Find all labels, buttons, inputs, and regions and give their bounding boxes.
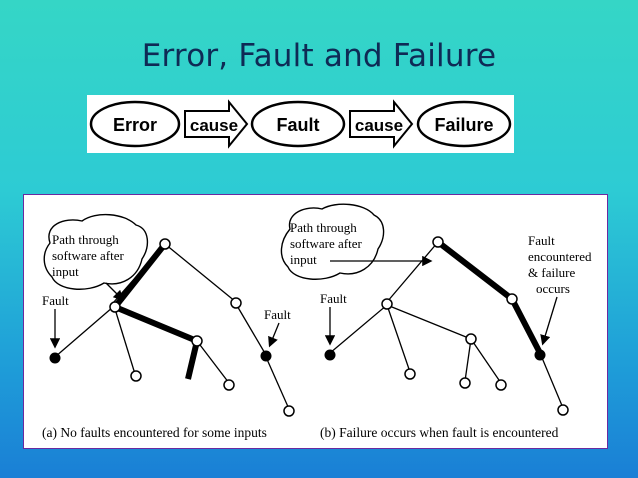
fault-label-a-right: Fault: [264, 307, 291, 322]
svg-text:Path through: Path through: [290, 220, 357, 235]
fault-node-a-right: [260, 350, 272, 362]
cause-label-1: cause: [190, 116, 238, 135]
fault-node-b-encountered: [534, 349, 546, 361]
svg-text:software after: software after: [52, 248, 124, 263]
fault-label-b-left: Fault: [320, 291, 347, 306]
diagram-a: Path through software after input Fault …: [42, 214, 295, 440]
fault-tree-figure: Path through software after input Fault …: [23, 194, 608, 449]
path-label-cloud-a: [43, 214, 149, 290]
svg-text:software after: software after: [290, 236, 362, 251]
slide-title: Error, Fault and Failure: [141, 38, 497, 74]
fault-label-a-left: Fault: [42, 293, 69, 308]
cause-arrow-1: [184, 99, 249, 149]
cause-chain-figure: Error cause Fault cause Failure: [87, 95, 514, 153]
svg-text:input: input: [290, 252, 317, 267]
svg-text:Fault: Fault: [528, 233, 555, 248]
svg-text:occurs: occurs: [536, 281, 570, 296]
execution-path-b: [436, 239, 543, 355]
diagram-b: Path through software after input Fault …: [280, 203, 592, 440]
svg-text:Path through: Path through: [52, 232, 119, 247]
error-oval: [89, 100, 181, 148]
cause-arrow-2: [349, 99, 414, 149]
svg-text:input: input: [52, 264, 79, 279]
fault-node-a-left: [49, 352, 61, 364]
error-label: Error: [113, 115, 157, 135]
svg-text:& failure: & failure: [528, 265, 576, 280]
failure-label: Failure: [434, 115, 493, 135]
fault-oval: [250, 100, 346, 148]
fault-label: Fault: [277, 115, 320, 135]
fault-node-b-left: [324, 349, 336, 361]
caption-a: (a) No faults encountered for some input…: [42, 425, 267, 440]
caption-b: (b) Failure occurs when fault is encount…: [320, 425, 559, 440]
failure-oval: [416, 100, 512, 148]
cause-label-2: cause: [355, 116, 403, 135]
svg-text:encountered: encountered: [528, 249, 592, 264]
execution-path-a: [112, 242, 200, 380]
